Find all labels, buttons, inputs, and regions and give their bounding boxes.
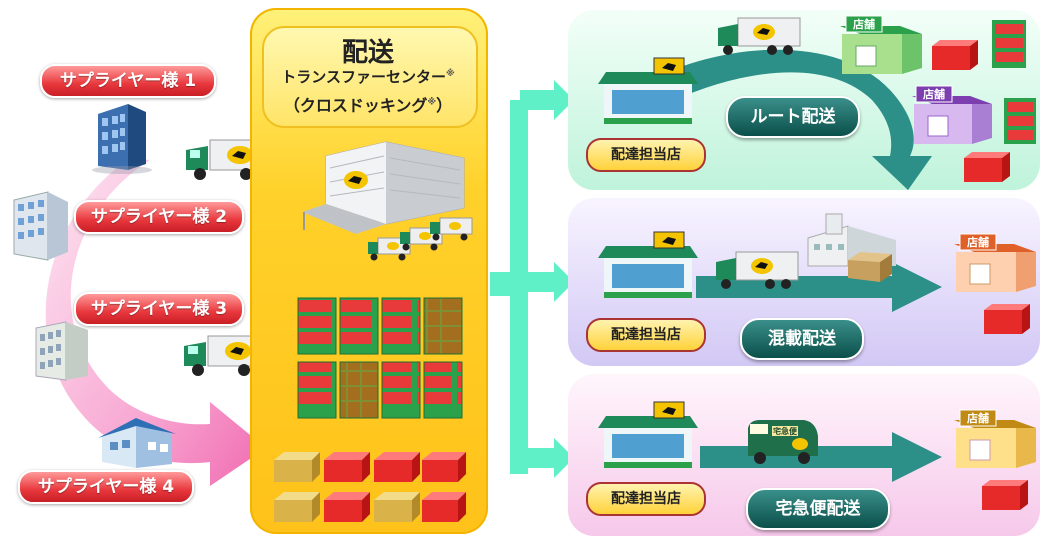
cargo-cage-icon <box>1004 98 1036 144</box>
cargo-cage-icon <box>381 361 421 419</box>
box-icon <box>324 452 370 482</box>
box-icon <box>324 492 370 522</box>
supplier-flow-arrow-icon <box>45 158 266 486</box>
mixed-delivery-label: 混載配送 <box>740 318 864 360</box>
box-icon <box>274 492 320 522</box>
hub-note: （クロスドッキング※） <box>262 92 474 116</box>
house-building-icon <box>98 418 176 468</box>
parcel-depot-label: 配達担当店 <box>586 482 706 516</box>
store-icon: 店舗 <box>912 85 992 144</box>
cargo-cage-icon <box>297 361 337 419</box>
office-building-icon <box>13 191 68 261</box>
supplier-label-2: サプライヤー様 2 <box>74 200 244 234</box>
store-icon: 店舗 <box>954 233 1036 292</box>
hub-subtitle-text: トランスファーセンター <box>281 68 446 86</box>
parcel-delivery-label: 宅急便配送 <box>746 488 890 530</box>
box-icon <box>932 40 978 70</box>
cargo-cage-icon <box>381 297 421 355</box>
truck-icon <box>430 217 473 241</box>
hub-note-close: ） <box>436 96 453 115</box>
depot-store-icon <box>598 231 698 298</box>
hub-note-open: （クロスドッキング <box>283 96 428 115</box>
distribution-arrow-icon <box>490 80 574 478</box>
van-icon: 宅急便 <box>748 420 818 464</box>
box-icon <box>984 304 1030 334</box>
box-icon <box>374 492 420 522</box>
route-depot-label: 配達担当店 <box>586 138 706 172</box>
box-icon <box>982 480 1028 510</box>
warehouse-icon <box>302 141 465 234</box>
box-group-icon <box>274 452 466 522</box>
cargo-cage-icon <box>423 361 463 419</box>
hub-header <box>262 26 478 128</box>
hub-title: 配送 <box>341 38 394 68</box>
route-delivery-label: ルート配送 <box>726 96 860 138</box>
cargo-cage-icon <box>339 297 379 355</box>
van-sign: 宅急便 <box>773 426 798 436</box>
cargo-cage-icon <box>992 20 1026 68</box>
supplier-label-3: サプライヤー様 3 <box>74 292 244 326</box>
box-icon <box>422 452 466 482</box>
depot-store-icon <box>598 57 698 124</box>
box-icon <box>374 452 420 482</box>
store-sign: 店舗 <box>853 17 875 31</box>
truck-icon <box>718 17 801 55</box>
office-building-icon <box>92 104 152 174</box>
supplier-label-4: サプライヤー様 4 <box>18 470 194 504</box>
truck-icon <box>716 251 799 289</box>
hub-note-mark: ※ <box>427 97 437 108</box>
store-icon: 店舗 <box>840 15 922 74</box>
cargo-cage-icon <box>339 361 379 419</box>
depot-store-icon <box>598 401 698 468</box>
cargo-cage-icon <box>423 297 463 355</box>
hub-subtitle-mark: ※ <box>445 69 455 79</box>
route-curve-arrow-icon <box>650 49 932 190</box>
cargo-cage-icon <box>297 297 337 355</box>
box-icon <box>964 152 1010 182</box>
supplier-label-1: サプライヤー様 1 <box>40 64 216 98</box>
cargo-cage-group-icon <box>297 297 463 419</box>
store-icon: 店舗 <box>954 409 1036 468</box>
hub-subtitle: トランスファーセンター※ <box>262 66 474 87</box>
office-building-icon <box>35 321 88 381</box>
mixed-depot-label: 配達担当店 <box>586 318 706 352</box>
store-sign: 店舗 <box>967 411 989 425</box>
store-sign: 店舗 <box>923 87 945 101</box>
box-icon <box>848 252 892 282</box>
straight-arrow-icon <box>700 432 942 482</box>
box-icon <box>422 492 466 522</box>
store-sign: 店舗 <box>967 235 989 249</box>
box-icon <box>274 452 320 482</box>
straight-arrow-icon <box>696 262 942 312</box>
